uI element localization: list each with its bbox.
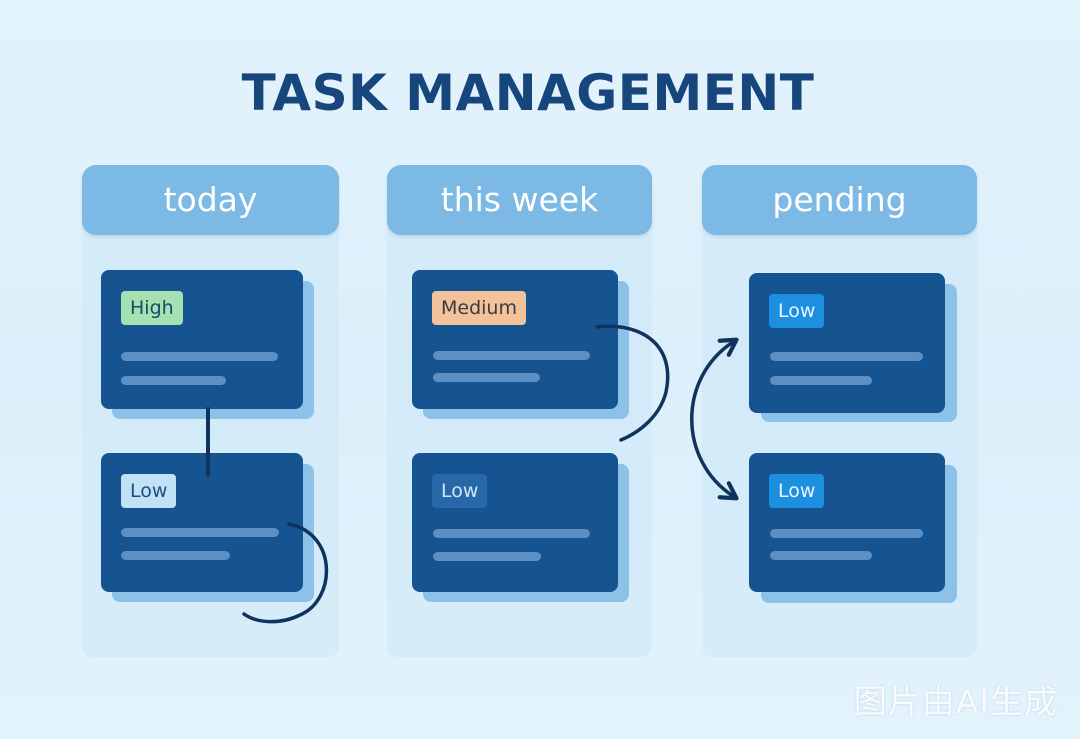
task-card[interactable]: Low: [749, 453, 945, 592]
text-placeholder-line: [770, 529, 923, 538]
priority-badge-low: Low: [121, 474, 177, 508]
column-today: today High Low: [82, 165, 339, 657]
text-placeholder-line: [433, 552, 541, 561]
column-header-today[interactable]: today: [82, 165, 339, 235]
priority-badge-medium: Medium: [432, 291, 526, 325]
column-header-pending[interactable]: pending: [702, 165, 977, 235]
page-title: TASK MANAGEMENT: [241, 64, 815, 122]
priority-badge-high: High: [121, 291, 183, 325]
task-card[interactable]: High: [101, 270, 303, 409]
priority-badge-low: Low: [769, 294, 825, 328]
text-placeholder-line: [433, 373, 540, 382]
text-placeholder-line: [121, 551, 230, 560]
priority-badge-low: Low: [432, 474, 488, 508]
text-placeholder-line: [770, 376, 872, 385]
double-arrow-connector: [690, 337, 739, 501]
text-placeholder-line: [770, 551, 872, 560]
text-placeholder-line: [121, 376, 226, 385]
text-placeholder-line: [433, 529, 590, 538]
text-placeholder-line: [770, 352, 923, 361]
task-card[interactable]: Low: [101, 453, 303, 592]
curved-connector: [595, 324, 670, 442]
task-card[interactable]: Low: [749, 273, 945, 413]
text-placeholder-line: [121, 528, 279, 537]
column-pending: pending Low Low: [702, 165, 977, 657]
column-this-week: this week Medium Low: [387, 165, 652, 657]
column-header-this-week[interactable]: this week: [387, 165, 652, 235]
text-placeholder-line: [121, 352, 278, 361]
curved-connector: [242, 522, 329, 624]
priority-badge-low: Low: [769, 474, 825, 508]
watermark: 图片由AI生成: [853, 682, 1058, 721]
task-card[interactable]: Medium: [412, 270, 618, 409]
task-card[interactable]: Low: [412, 453, 618, 592]
text-placeholder-line: [433, 351, 590, 360]
